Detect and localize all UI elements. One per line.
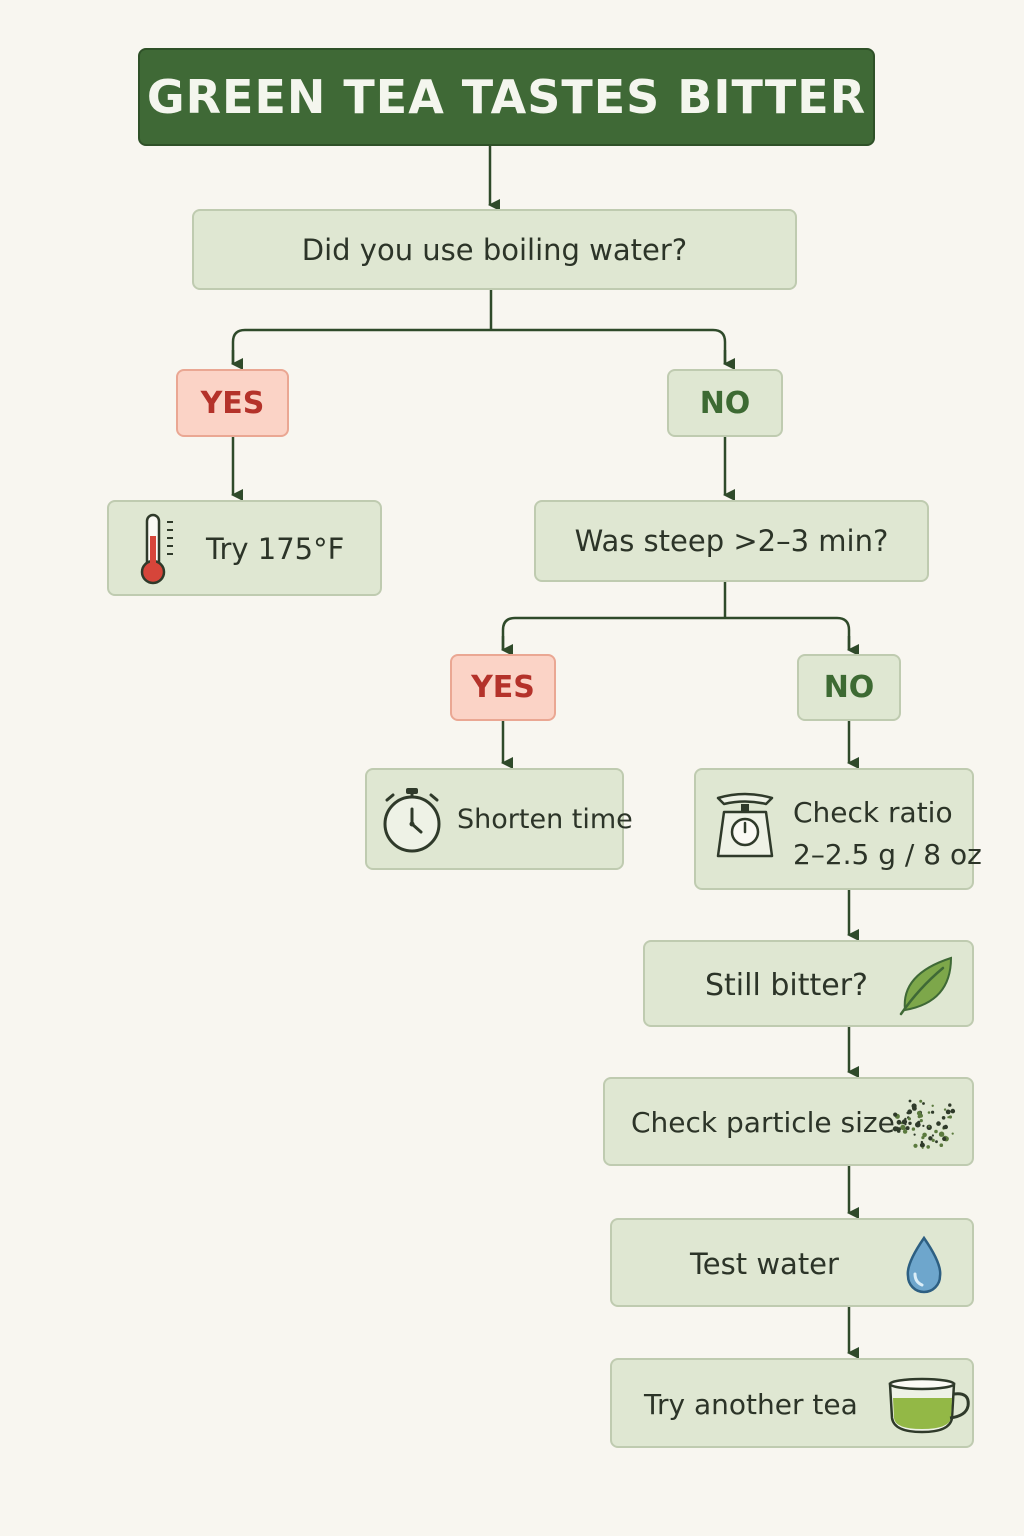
question-boiling-water-label: Did you use boiling water? (301, 232, 688, 267)
try-175-box: Try 175°F (107, 500, 382, 596)
leaf-icon (899, 956, 953, 1016)
shorten-time-label: Shorten time (457, 804, 633, 835)
particles-icon (892, 1099, 956, 1149)
check-ratio-box: Check ratio 2–2.5 g / 8 oz (694, 768, 982, 890)
particle-size-label: Check particle size (631, 1106, 895, 1139)
shorten-time-box: Shorten time (365, 768, 633, 870)
particle-size-box: Check particle size (603, 1077, 974, 1166)
still-bitter-box: Still bitter? (643, 940, 974, 1027)
water-drop-icon (906, 1235, 942, 1294)
question-steep-time-label: Was steep >2–3 min? (574, 524, 889, 558)
another-tea-label: Try another tea (644, 1388, 858, 1421)
test-water-label: Test water (690, 1247, 839, 1281)
question-steep-time: Was steep >2–3 min? (534, 500, 929, 582)
test-water-box: Test water (610, 1218, 974, 1307)
yes-badge-steep: YES (450, 654, 556, 721)
thermometer-icon (140, 513, 173, 585)
page-title: GREEN TEA TASTES BITTER (138, 48, 875, 146)
still-bitter-label: Still bitter? (705, 968, 868, 1003)
tea-cup-icon (888, 1377, 970, 1434)
kitchen-scale-icon (716, 792, 774, 858)
no-badge-boiling: NO (667, 369, 783, 437)
another-tea-box: Try another tea (610, 1358, 974, 1448)
check-ratio-amount: 2–2.5 g / 8 oz (793, 838, 982, 871)
no-badge-steep: NO (797, 654, 901, 721)
question-boiling-water: Did you use boiling water? (192, 209, 797, 290)
stopwatch-icon (383, 788, 441, 853)
try-175-label: Try 175°F (206, 532, 345, 566)
yes-badge-boiling: YES (176, 369, 289, 437)
check-ratio-label: Check ratio (793, 796, 953, 829)
